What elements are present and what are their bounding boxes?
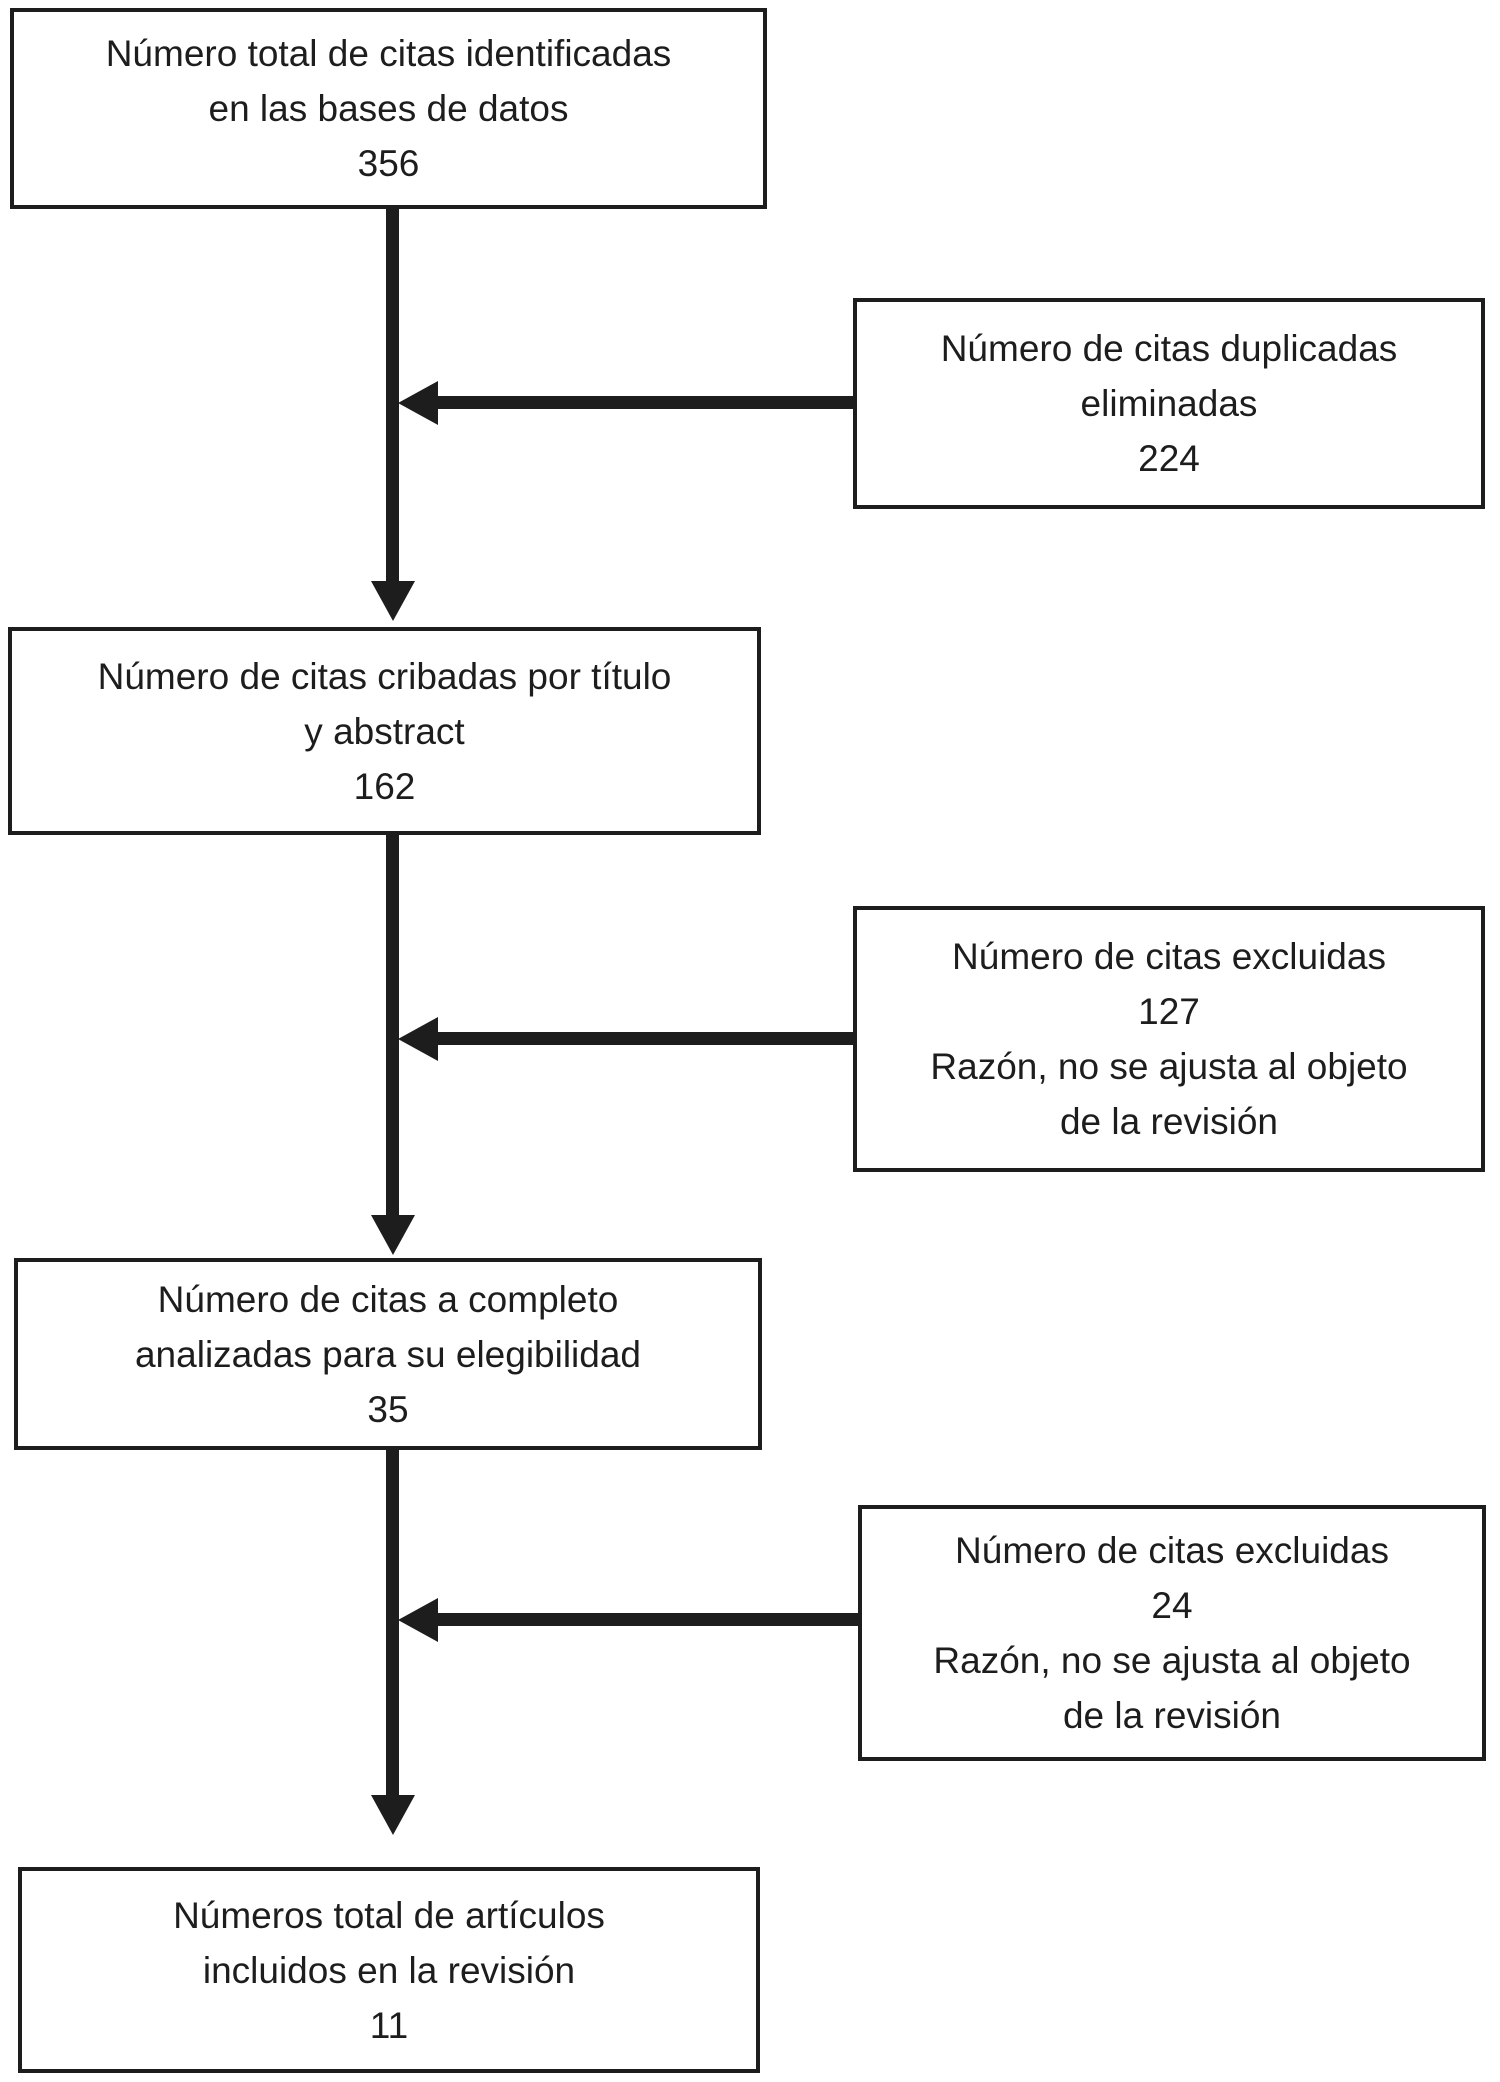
box-value: 24 — [1151, 1585, 1193, 1626]
arrow-left-1-head-icon — [398, 381, 438, 425]
flow-box-identified-citations: Número total de citas identificadas en l… — [10, 8, 767, 209]
box-value: 127 — [1138, 991, 1200, 1032]
box-value: 224 — [1138, 438, 1200, 479]
flow-box-screened-title-abstract: Número de citas cribadas por título y ab… — [8, 627, 761, 835]
box-value: 11 — [369, 2004, 409, 2046]
arrow-down-3-line — [386, 1450, 399, 1795]
box-label: Número total de citas identificadas en l… — [105, 33, 672, 129]
arrow-down-2-head-icon — [371, 1215, 415, 1255]
arrow-down-1-line — [386, 209, 399, 581]
arrow-left-2-line — [436, 1032, 853, 1045]
arrow-left-3-head-icon — [398, 1598, 438, 1642]
box-label: Número de citas excluidas — [952, 936, 1386, 977]
arrow-left-1-line — [436, 396, 853, 409]
box-value: 35 — [367, 1388, 409, 1430]
flow-box-excluded-title-abstract: Número de citas excluidas 127 Razón, no … — [853, 906, 1485, 1172]
box-reason: Razón, no se ajusta al objeto de la revi… — [930, 1046, 1408, 1142]
box-label: Número de citas a completo analizadas pa… — [134, 1278, 642, 1375]
flow-box-excluded-fulltext: Número de citas excluidas 24 Razón, no s… — [858, 1505, 1486, 1761]
arrow-down-1-head-icon — [371, 581, 415, 621]
box-value: 356 — [357, 143, 420, 184]
arrow-left-2-head-icon — [398, 1017, 438, 1061]
box-label: Número de citas duplicadas eliminadas — [940, 328, 1398, 424]
flow-box-included-articles: Números total de artículos incluidos en … — [18, 1867, 760, 2073]
flow-box-fulltext-assessed: Número de citas a completo analizadas pa… — [14, 1258, 762, 1450]
box-value: 162 — [353, 765, 416, 807]
box-label: Número de citas cribadas por título y ab… — [97, 655, 672, 752]
arrow-down-3-head-icon — [371, 1795, 415, 1835]
box-reason: Razón, no se ajusta al objeto de la revi… — [933, 1640, 1411, 1736]
flow-box-duplicates-removed: Número de citas duplicadas eliminadas 22… — [853, 298, 1485, 509]
arrow-down-2-line — [386, 835, 399, 1215]
box-label: Números total de artículos incluidos en … — [173, 1894, 605, 1991]
box-label: Número de citas excluidas — [955, 1530, 1389, 1571]
arrow-left-3-line — [436, 1613, 858, 1626]
